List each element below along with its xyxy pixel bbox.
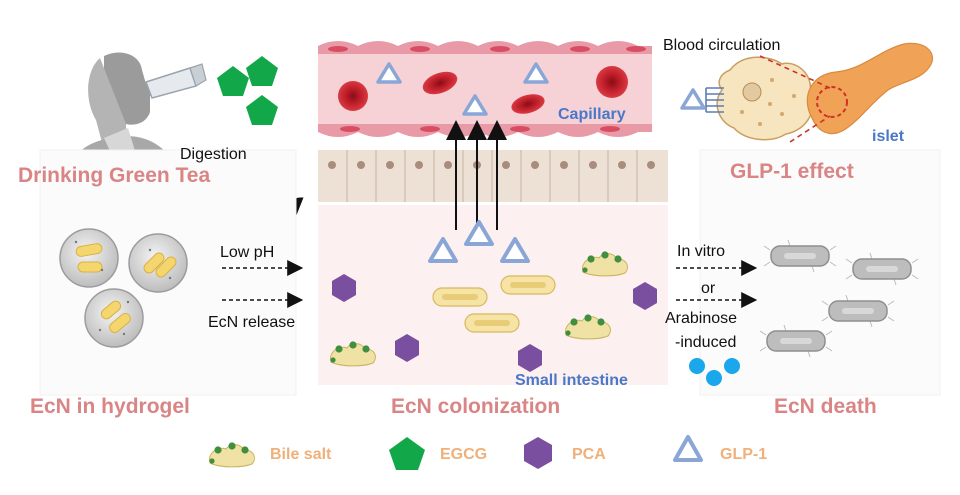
label-ecn-release: EcN release bbox=[208, 314, 296, 331]
absorption-arrows bbox=[446, 120, 507, 230]
arabinose-dot-icon bbox=[689, 358, 740, 386]
legend-glp1: GLP-1 bbox=[720, 446, 768, 463]
label-in-vitro: In vitro bbox=[677, 243, 726, 260]
label-arabinose: Arabinose bbox=[665, 310, 738, 327]
label-small-intestine: Small intestine bbox=[515, 372, 628, 389]
hydrogel-dots bbox=[74, 240, 172, 336]
label-or: or bbox=[701, 280, 716, 297]
legend-egcg: EGCG bbox=[440, 446, 488, 463]
label-induced: -induced bbox=[675, 334, 737, 351]
egcg-pentagon-icon bbox=[217, 56, 278, 125]
label-low-ph: Low pH bbox=[220, 244, 275, 261]
glp1-triangle-icon bbox=[376, 62, 549, 116]
glp1-triangle-icon bbox=[680, 88, 706, 110]
bile-salt-icon bbox=[208, 441, 255, 468]
hydrogel-bead-icon bbox=[59, 228, 188, 348]
label-capillary: Capillary bbox=[558, 106, 626, 123]
zoom-lines bbox=[759, 55, 831, 143]
pca-hexagon-icon bbox=[332, 274, 657, 372]
small-intestine-lumen bbox=[318, 205, 668, 385]
receptor-icon bbox=[705, 87, 724, 113]
legend-bile-salt: Bile salt bbox=[270, 446, 332, 463]
pancreas-icon bbox=[806, 42, 934, 135]
caption-colonization: EcN colonization bbox=[391, 395, 561, 418]
intestinal-epithelium bbox=[318, 150, 668, 202]
release-arrows bbox=[222, 260, 304, 308]
glp1-triangle-icon bbox=[428, 220, 530, 263]
label-blood-circulation: Blood circulation bbox=[663, 37, 781, 54]
glp1-triangle-icon bbox=[673, 435, 703, 462]
caption-drinking: Drinking Green Tea bbox=[18, 164, 211, 187]
pca-hexagon-icon bbox=[524, 437, 552, 469]
egcg-pentagon-icon bbox=[389, 437, 425, 470]
legend-pca: PCA bbox=[572, 446, 606, 463]
caption-glp1-effect: GLP-1 effect bbox=[730, 160, 854, 183]
caption-death: EcN death bbox=[774, 395, 877, 418]
legend-icons bbox=[208, 435, 703, 470]
label-digestion: Digestion bbox=[180, 146, 247, 163]
islet-cell-icon bbox=[716, 56, 814, 141]
caption-hydrogel: EcN in hydrogel bbox=[30, 395, 190, 418]
red-blood-cell-icon bbox=[338, 66, 628, 114]
death-arrows bbox=[676, 260, 758, 308]
label-islet: islet bbox=[872, 128, 905, 145]
